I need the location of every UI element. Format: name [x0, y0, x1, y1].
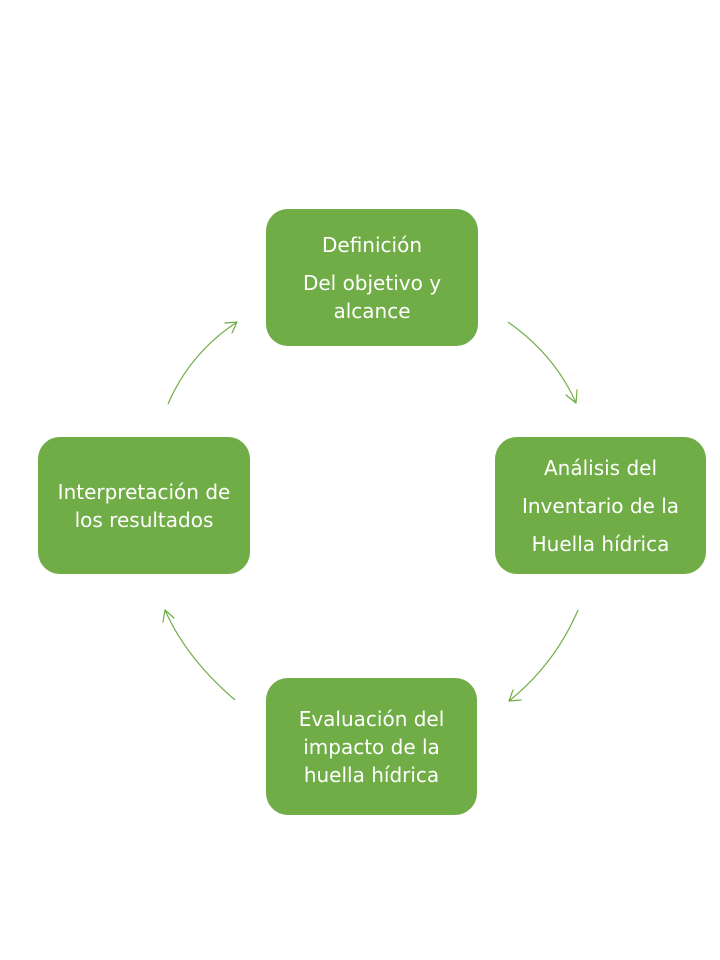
arrow-definicion-to-analisis	[507, 321, 578, 404]
node-analisis: Análisis del Inventario de la Huella híd…	[495, 437, 706, 574]
node-evaluacion-line-1: Evaluación del	[298, 706, 445, 731]
node-analisis-line-3: Huella hídrica	[531, 531, 670, 556]
node-evaluacion-line-2: impacto de la	[303, 734, 440, 759]
node-evaluacion: Evaluación del impacto de la huella hídr…	[266, 678, 477, 815]
arrow-evaluacion-to-interpretacion	[162, 609, 236, 701]
node-definicion-line-1: Definición	[322, 232, 422, 257]
node-definicion: Definición Del objetivo y alcance	[266, 209, 478, 346]
node-analisis-line-2: Inventario de la	[521, 493, 680, 518]
node-interpretacion-line-2: los resultados	[74, 507, 214, 532]
node-interpretacion-line-1: Interpretación de	[57, 479, 231, 504]
node-definicion-line-2: Del objetivo y	[302, 270, 442, 295]
node-analisis-line-1: Análisis del	[543, 455, 658, 480]
node-evaluacion-line-3: huella hídrica	[303, 762, 440, 787]
arrow-analisis-to-evaluacion	[508, 609, 579, 702]
node-definicion-line-3: alcance	[333, 298, 411, 323]
arrow-interpretacion-to-definicion	[167, 321, 238, 405]
node-interpretacion: Interpretación de los resultados	[38, 437, 250, 574]
